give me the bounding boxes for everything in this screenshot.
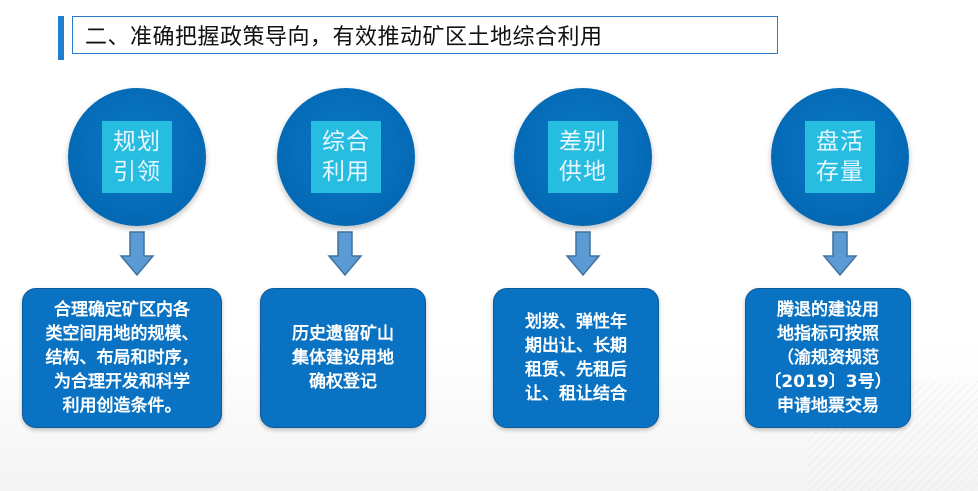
box-line: 让、租让结合	[525, 384, 627, 404]
box-line: 租赁、先租后	[525, 360, 627, 380]
down-arrow-icon	[565, 231, 601, 277]
description-box-3: 划拨、弹性年 期出让、长期 租赁、先租后 让、租让结合	[493, 288, 659, 428]
circle-label-4: 盘活 存量	[805, 121, 875, 193]
description-box-1: 合理确定矿区内各 类空间用地的规模、 结构、布局和时序， 为合理开发和科学 利用…	[22, 288, 222, 428]
circle-label-2: 综合 利用	[311, 121, 381, 193]
page-title: 二、准确把握政策导向，有效推动矿区土地综合利用	[85, 25, 603, 50]
circle-label-line: 供地	[559, 159, 607, 185]
circle-label-line: 差别	[559, 129, 607, 155]
box-line: 结构、布局和时序，	[45, 348, 199, 368]
box-line: （渝规资规范	[777, 348, 879, 368]
description-box-4: 腾退的建设用 地指标可按照 （渝规资规范 〔2019〕3号） 申请地票交易	[745, 288, 911, 428]
box-line: 为合理开发和科学	[54, 372, 190, 392]
box-line: 期出让、长期	[525, 336, 627, 356]
circle-node-4: 盘活 存量	[771, 88, 909, 226]
circle-label-line: 盘活	[816, 129, 864, 155]
box-line: 确权登记	[309, 372, 377, 392]
circle-node-1: 规划 引领	[68, 88, 206, 226]
box-line: 历史遗留矿山	[292, 324, 394, 344]
circle-label-1: 规划 引领	[102, 121, 172, 193]
box-line: 腾退的建设用	[777, 300, 879, 320]
down-arrow-icon	[119, 231, 155, 277]
box-line: 合理确定矿区内各	[54, 300, 190, 320]
circle-label-line: 引领	[113, 159, 161, 185]
box-line: 〔2019〕3号）	[764, 372, 892, 392]
title-box: 二、准确把握政策导向，有效推动矿区土地综合利用	[72, 16, 778, 54]
circle-label-line: 存量	[816, 159, 864, 185]
box-line: 集体建设用地	[292, 348, 394, 368]
circle-label-line: 利用	[322, 159, 370, 185]
description-box-2: 历史遗留矿山 集体建设用地 确权登记	[260, 288, 426, 428]
circle-label-line: 规划	[113, 129, 161, 155]
down-arrow-icon	[327, 231, 363, 277]
circle-label-3: 差别 供地	[548, 121, 618, 193]
box-line: 申请地票交易	[777, 396, 879, 416]
down-arrow-icon	[822, 231, 858, 277]
circle-node-2: 综合 利用	[277, 88, 415, 226]
box-line: 地指标可按照	[777, 324, 879, 344]
box-line: 利用创造条件。	[62, 396, 182, 416]
circle-label-line: 综合	[322, 129, 370, 155]
title-accent-bar	[58, 16, 64, 60]
circle-node-3: 差别 供地	[514, 88, 652, 226]
box-line: 划拨、弹性年	[525, 312, 627, 332]
box-line: 类空间用地的规模、	[45, 324, 199, 344]
